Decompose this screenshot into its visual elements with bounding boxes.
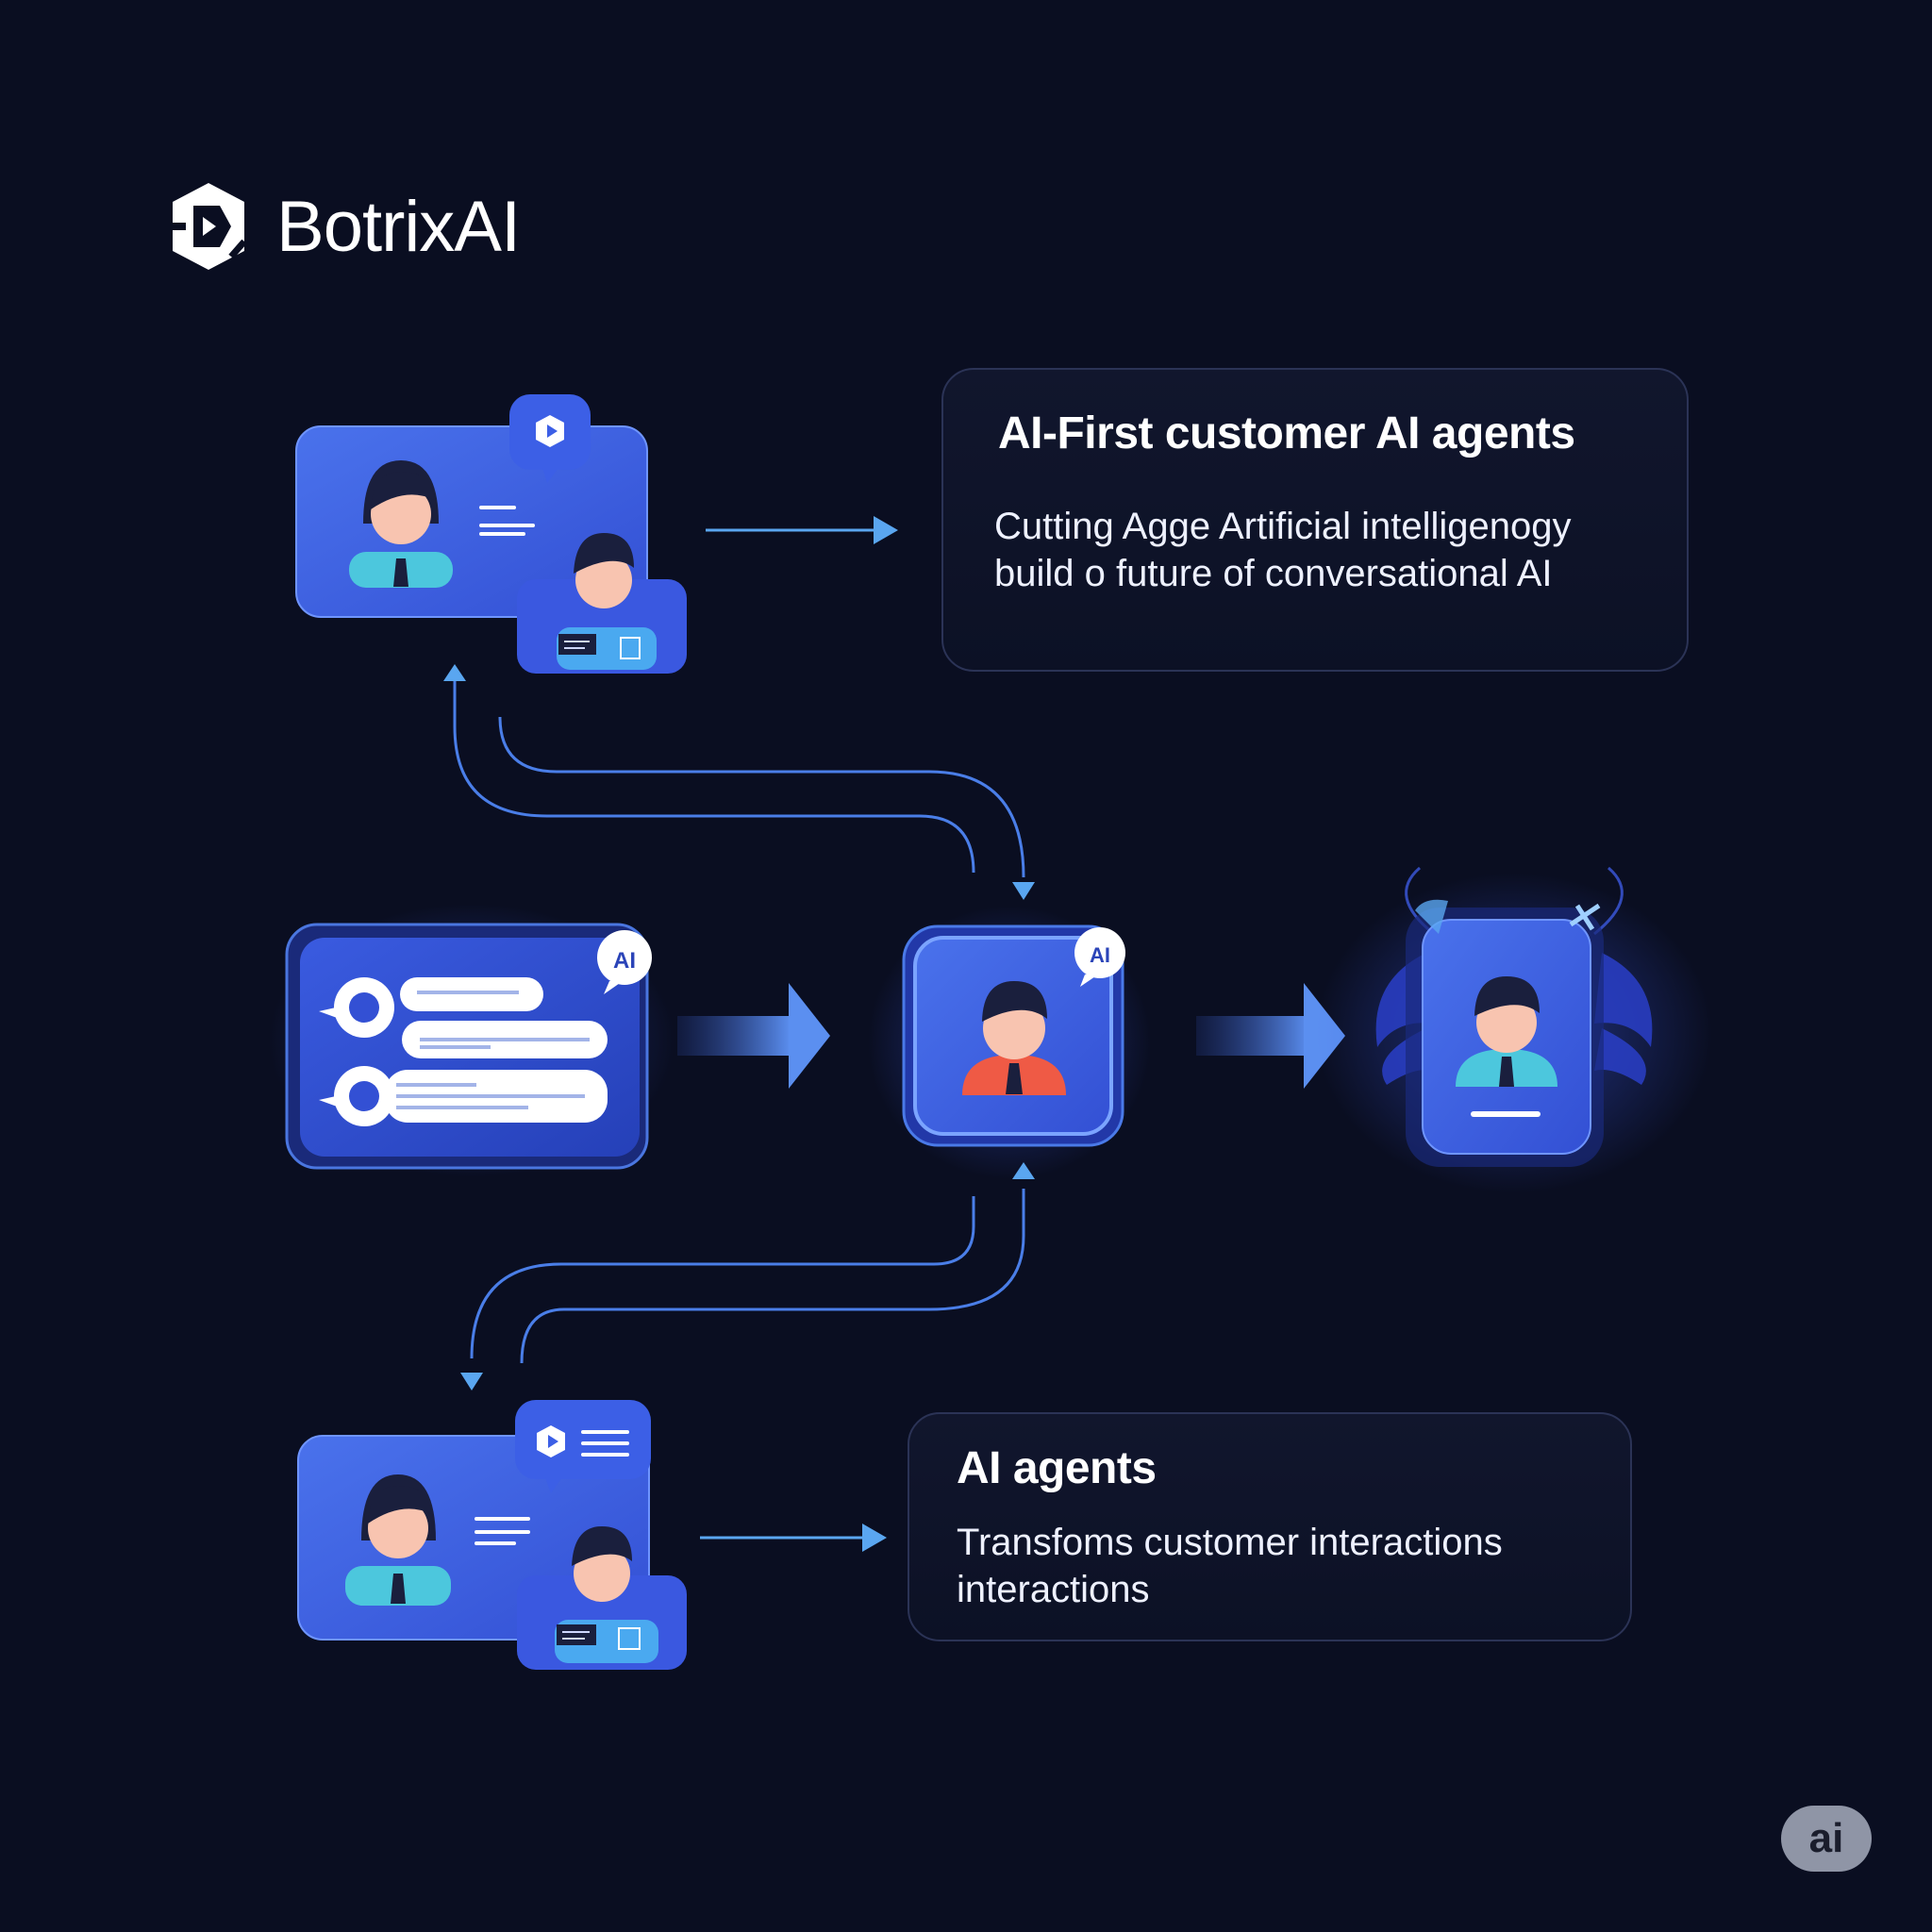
female-avatar-icon (345, 1474, 451, 1606)
connector-arrow-top (706, 516, 898, 544)
agent-panel-bottom (297, 1400, 687, 1670)
info-card-top-body: Cutting Agge Artificial intelligenogy bu… (994, 506, 1572, 594)
brand-mark-icon (173, 183, 247, 270)
arrowhead-up-topleft (443, 664, 466, 681)
male-agent-card (517, 533, 687, 674)
arrowhead-down-bottomleft (460, 1373, 483, 1391)
curve-connector-upper (453, 677, 1025, 878)
info-card-top: AI-First customer AI agents Cutting Agge… (941, 368, 1689, 672)
connector-arrow-bottom (700, 1524, 887, 1552)
chat-bubble-logo-icon (509, 394, 591, 483)
info-card-top-title: AI-First customer AI agents (998, 408, 1575, 458)
info-card-bottom-body: Transfoms customer interactions interact… (957, 1522, 1503, 1610)
chat-message-2 (402, 1021, 608, 1058)
chat-message-3 (319, 1066, 608, 1126)
curve-connector-lower (470, 1189, 1025, 1364)
ai-hub-panel: AI (868, 906, 1151, 1179)
agent-avatar-hub-icon (962, 981, 1066, 1095)
big-arrow-1 (677, 983, 830, 1089)
chat-message-1 (319, 977, 543, 1038)
text-lines-icon (479, 506, 535, 536)
info-card-bottom: AI agents Transfoms customer interaction… (908, 1412, 1632, 1641)
ai-watermark-badge: ai (1781, 1806, 1872, 1872)
agent-phone-panel (1316, 866, 1712, 1193)
text-lines-icon (475, 1517, 530, 1545)
agent-panel-top (295, 394, 687, 674)
male-agent-card (517, 1526, 687, 1670)
brand-name: BotrixAI (276, 186, 521, 267)
arrowhead-up-hub (1012, 1162, 1035, 1179)
agent-avatar-phone-icon (1456, 976, 1557, 1087)
female-avatar-icon (349, 460, 453, 588)
arrowhead-down-hub (1012, 882, 1035, 900)
ai-tag-chat: AI (597, 930, 652, 994)
ai-tag-chat-label: AI (613, 948, 636, 974)
ai-tag-hub-label: AI (1090, 943, 1110, 967)
ai-tag-hub: AI (1074, 927, 1125, 987)
brand-logo: BotrixAI (165, 179, 521, 274)
chat-bubble-logo-menu-icon (515, 1400, 651, 1493)
chat-window-panel: AI (269, 904, 675, 1177)
info-card-bottom-title: AI agents (957, 1443, 1157, 1493)
